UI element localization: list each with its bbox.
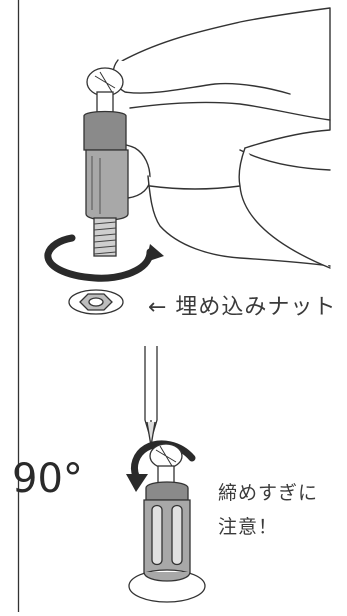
- embedded-nut-label: ← 埋め込みナット: [148, 295, 337, 320]
- warning-label-line1: 締めすぎに: [218, 482, 319, 504]
- screwdriver-icon: [144, 346, 158, 447]
- rotation-arrow-icon: [44, 234, 164, 282]
- rotation-angle-label: 90°: [12, 456, 83, 502]
- knob-icon: [128, 443, 206, 603]
- warning-label-line2: 注意！: [218, 516, 279, 538]
- hand-icon: [85, 7, 331, 269]
- rotation-arrow-90-icon: [126, 440, 196, 492]
- screw-icon: [83, 67, 129, 257]
- embedded-nut-icon: [68, 289, 124, 315]
